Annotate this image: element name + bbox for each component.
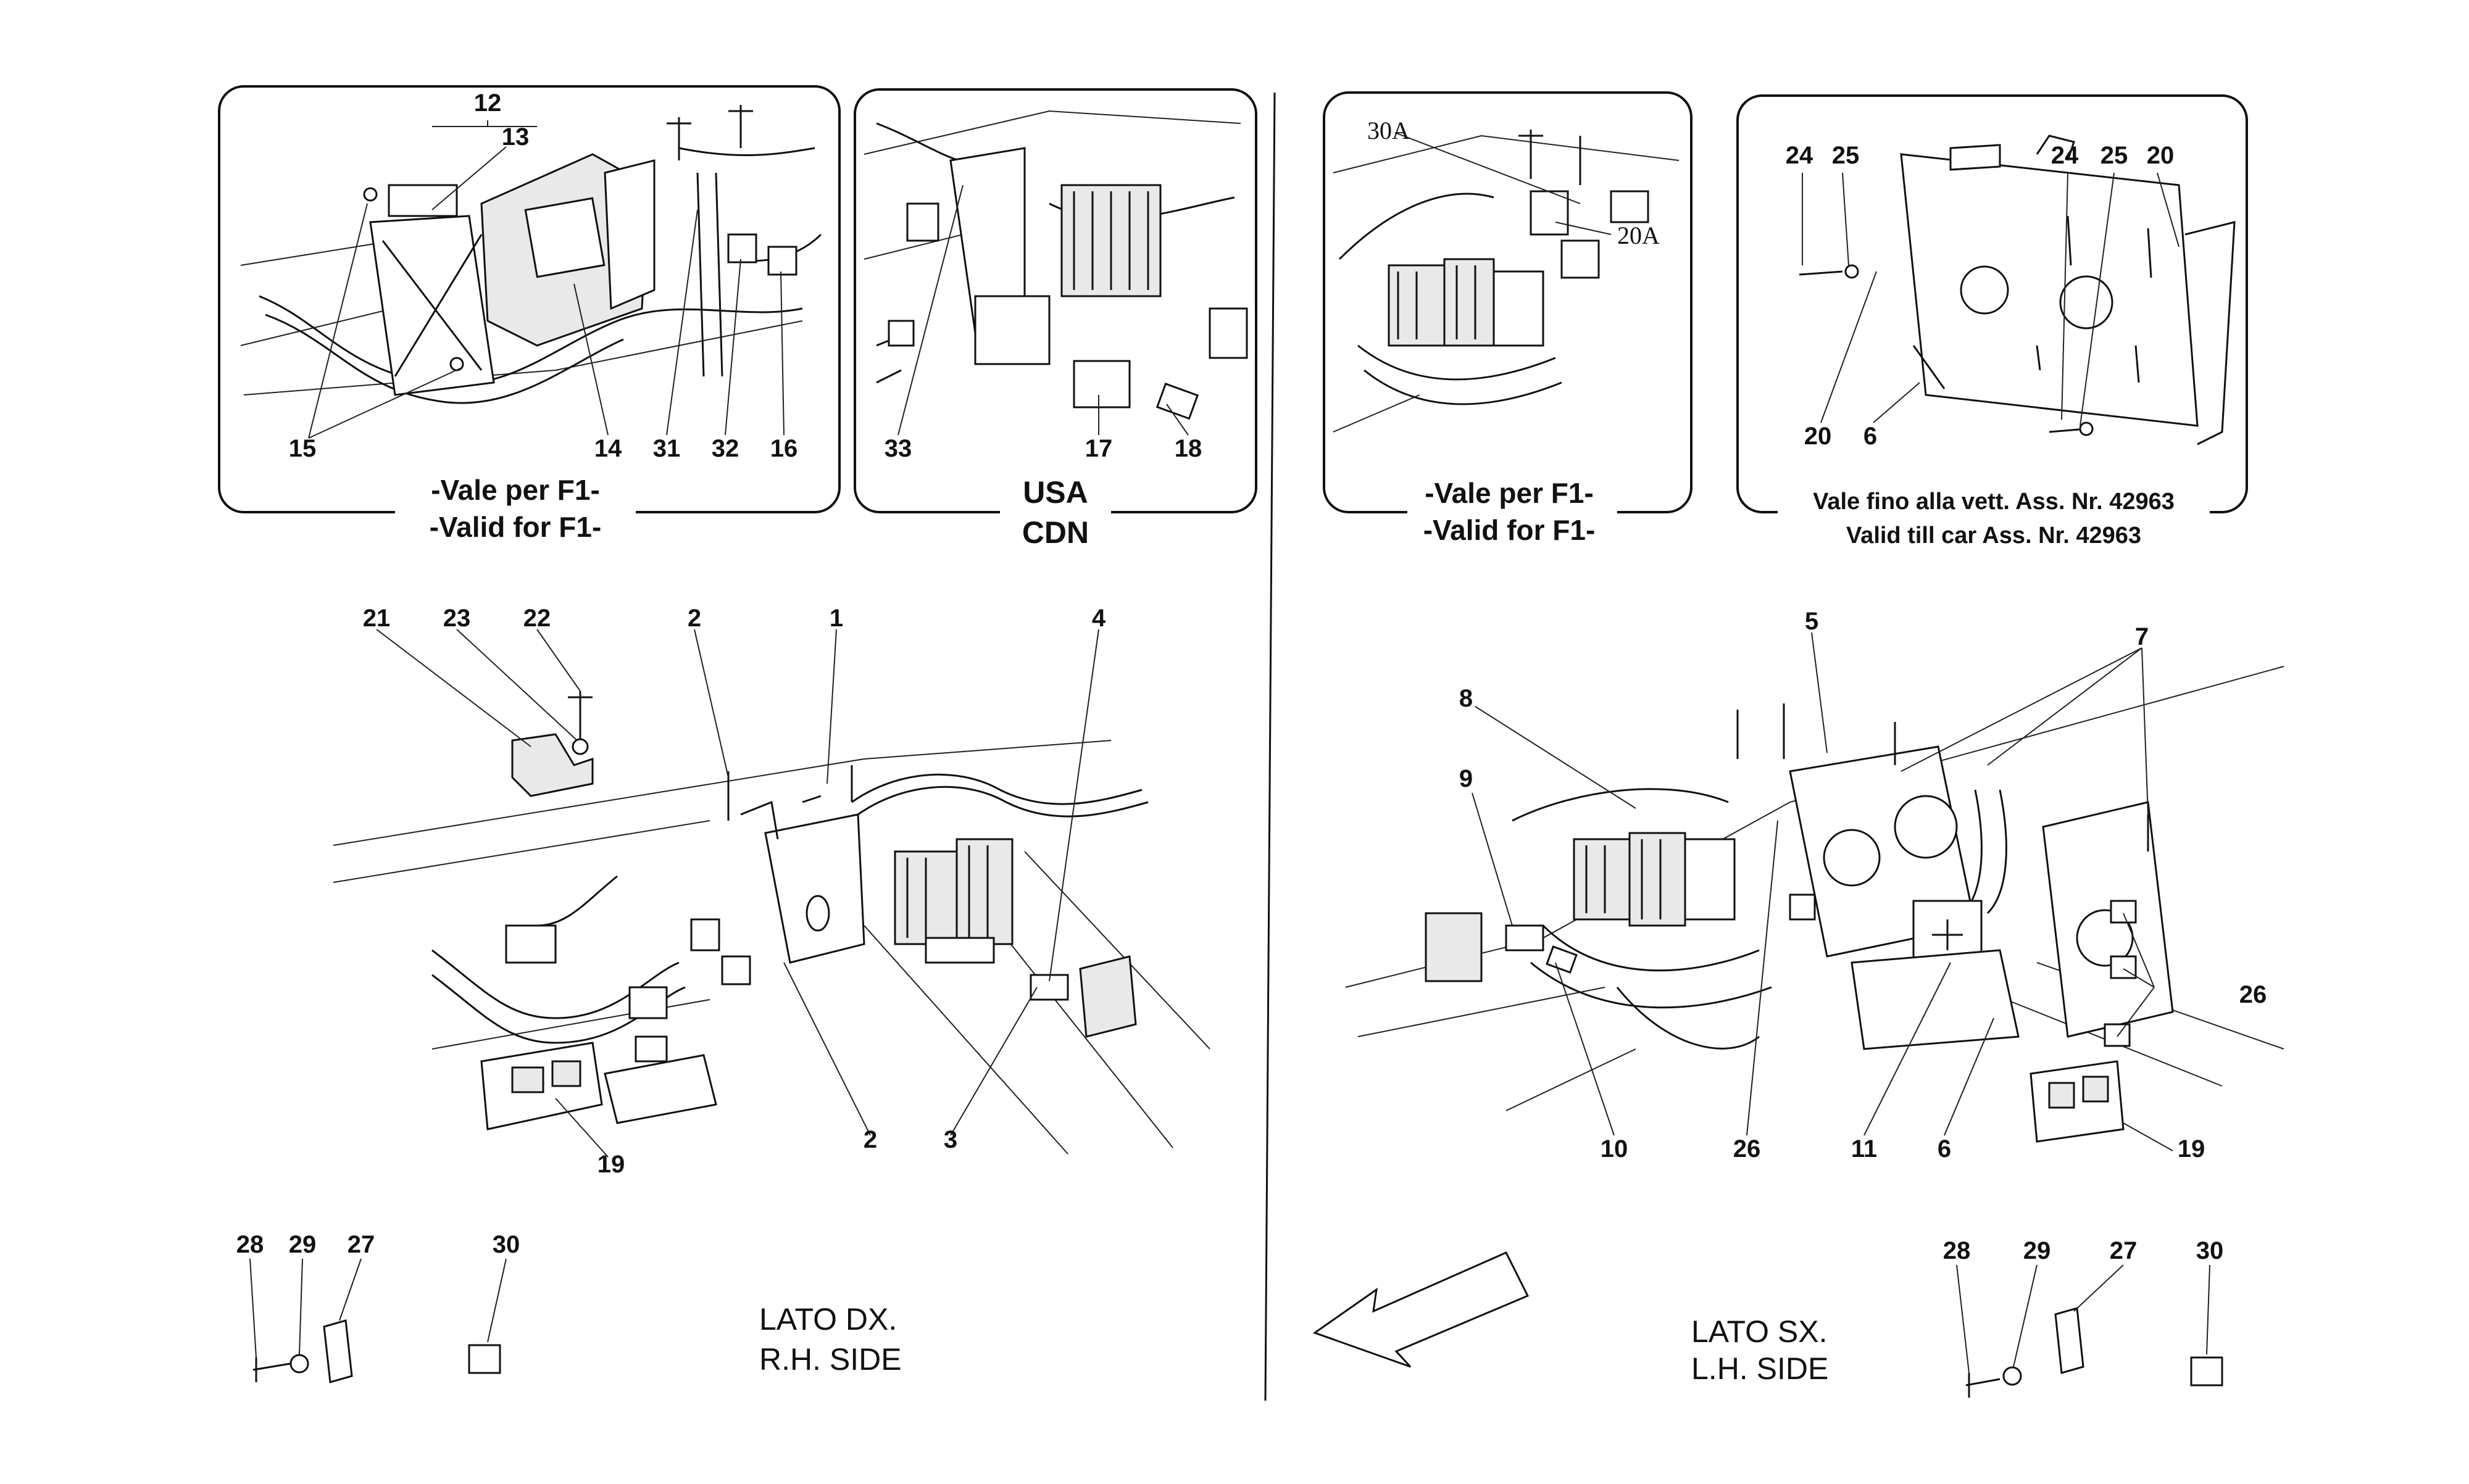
inset-caption-cdn: CDN [1022, 515, 1089, 550]
callout: 28 [1943, 1237, 1971, 1264]
callout: 30A [1367, 117, 1410, 144]
callout: 13 [502, 123, 530, 151]
callout: 20A [1617, 222, 1660, 249]
inset-caption-it: -Vale per F1- [431, 474, 600, 506]
callout: 2 [688, 605, 701, 632]
callout: 31 [653, 435, 681, 462]
callout: 12 [474, 89, 502, 117]
callout: 20 [1804, 423, 1832, 450]
direction-arrow-icon [1312, 1251, 1530, 1368]
inset-caption-en: Valid till car Ass. Nr. 42963 [1846, 523, 2141, 549]
callout: 8 [1459, 685, 1473, 712]
lh-side-assembly: 5 7 8 9 26 10 26 11 6 19 [1345, 608, 2284, 1163]
inset-caption-usa: USA [1023, 475, 1088, 510]
side-label-lh-line1: LATO SX. [1691, 1314, 1827, 1349]
inset-caption-en: -Valid for F1- [1423, 514, 1596, 546]
callout: 29 [289, 1231, 317, 1258]
inset-f1-lh: 30A 20A -Vale per F1- -Valid for F1- [1323, 91, 1692, 552]
side-label-rh-line2: R.H. SIDE [759, 1342, 902, 1377]
callout: 32 [712, 435, 739, 462]
inset-caption-en: -Valid for F1- [430, 511, 602, 543]
callout: 28 [236, 1231, 264, 1258]
callout: 24 [1786, 142, 1813, 169]
callout: 20 [2147, 142, 2175, 169]
callout: 4 [1092, 605, 1106, 632]
callout: 17 [1085, 435, 1113, 462]
side-label-rh-line1: LATO DX. [759, 1302, 897, 1337]
callout: 27 [348, 1231, 375, 1258]
callout: 21 [363, 605, 391, 632]
callout: 30 [493, 1231, 520, 1258]
small-parts-lh: 28 29 27 30 [1943, 1237, 2224, 1398]
callout: 6 [1863, 423, 1877, 450]
callout: 22 [523, 605, 551, 632]
callout: 26 [1733, 1135, 1761, 1163]
callout: 19 [597, 1151, 625, 1178]
callout: 25 [1832, 142, 1860, 169]
callout: 18 [1175, 435, 1202, 462]
callout: 1 [830, 605, 843, 632]
callout: 9 [1459, 765, 1473, 792]
side-label-lh-line2: L.H. SIDE [1691, 1351, 1828, 1386]
callout: 27 [2110, 1237, 2138, 1264]
callout: 23 [443, 605, 471, 632]
callout: 10 [1601, 1135, 1628, 1163]
inset-caption-it: -Vale per F1- [1425, 477, 1594, 509]
callout: 2 [864, 1126, 877, 1153]
callout: 25 [2101, 142, 2128, 169]
callout: 6 [1938, 1135, 1951, 1163]
callout: 24 [2051, 142, 2079, 169]
callout: 33 [885, 435, 912, 462]
inset-usa-cdn: 33 17 18 USA CDN [854, 88, 1257, 555]
callout: 15 [289, 435, 317, 462]
callout: 3 [944, 1126, 957, 1153]
inset-caption-it: Vale fino alla vett. Ass. Nr. 42963 [1813, 489, 2175, 515]
callout: 14 [594, 435, 622, 462]
callout: 29 [2023, 1237, 2051, 1264]
inset-f1-rh: 12 13 15 14 31 32 16 -Vale per F1- -Vali… [218, 85, 841, 555]
callout: 16 [770, 435, 798, 462]
center-divider [1264, 92, 1276, 1401]
callout: 5 [1805, 608, 1818, 635]
rh-side-assembly: 21 23 22 2 1 4 19 2 3 [333, 605, 1210, 1178]
callout: 19 [2178, 1135, 2205, 1163]
inset-valid-till: 24 25 24 25 20 20 6 Vale fino alla vett.… [1736, 94, 2248, 555]
callout: 26 [2239, 981, 2267, 1008]
callout: 30 [2196, 1237, 2224, 1264]
callout: 11 [1851, 1135, 1877, 1163]
callout: 7 [2135, 623, 2149, 650]
small-parts-rh: 28 29 27 30 [236, 1231, 520, 1383]
